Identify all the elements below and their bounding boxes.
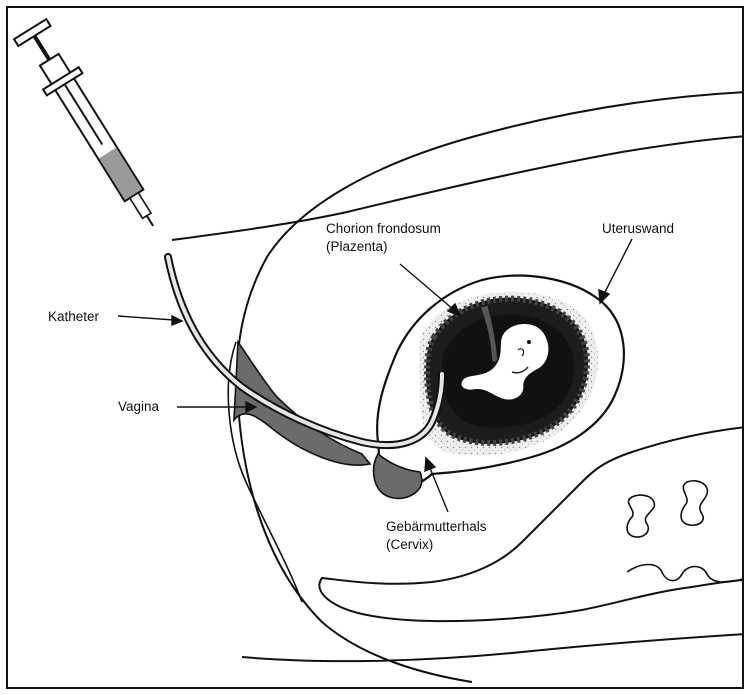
label-cervix-line2: (Cervix) [386, 536, 487, 554]
label-chorion-line1: Chorion frondosum [326, 220, 441, 238]
label-vagina: Vagina [118, 398, 159, 416]
label-uteruswand: Uteruswand [602, 220, 674, 238]
embryo-eye [527, 340, 531, 344]
illustration [8, 8, 744, 689]
label-cervix-line1: Gebärmutterhals [386, 518, 487, 536]
syringe-fluid [99, 148, 142, 200]
diagram-frame: Chorion frondosum (Plazenta) Uteruswand … [6, 6, 744, 689]
bottom-contour [242, 634, 744, 661]
label-chorion: Chorion frondosum (Plazenta) [326, 220, 441, 256]
vertebra-2 [681, 481, 707, 526]
vagina-shape [234, 342, 370, 465]
sacral-curve [627, 565, 744, 583]
syringe [12, 18, 171, 237]
label-chorion-line2: (Plazenta) [326, 238, 441, 256]
label-katheter: Katheter [48, 308, 99, 326]
vertebra-1 [627, 495, 654, 537]
label-cervix: Gebärmutterhals (Cervix) [386, 518, 487, 554]
